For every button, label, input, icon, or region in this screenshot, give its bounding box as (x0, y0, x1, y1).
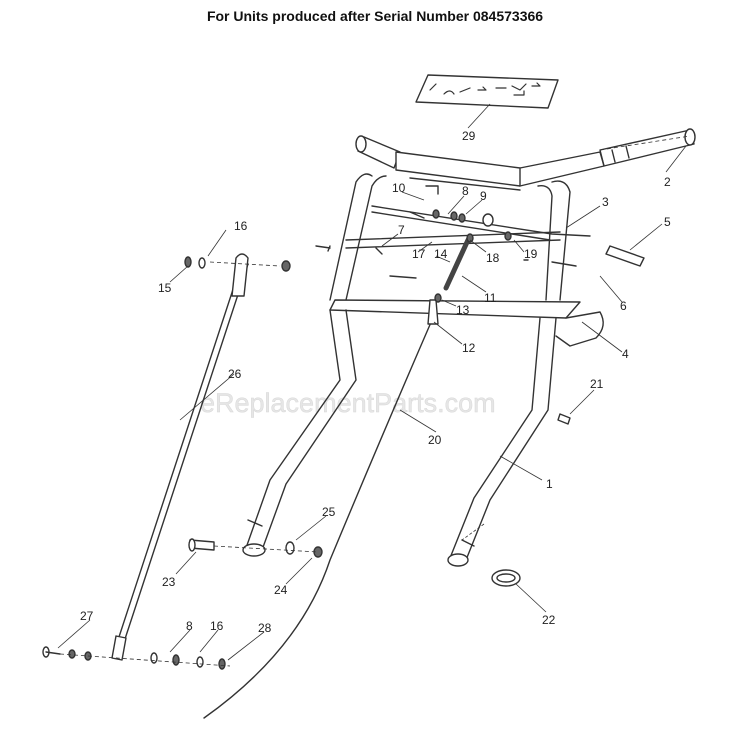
callout-23: 23 (162, 575, 176, 589)
callout-15: 15 (158, 281, 172, 295)
hardware-row-bottom (42, 646, 226, 670)
callout-28: 28 (258, 621, 272, 635)
pin-21 (557, 413, 571, 425)
callout-29: 29 (462, 129, 476, 143)
rod-3 (371, 205, 591, 241)
callout-14: 14 (434, 247, 448, 261)
callout-3: 3 (602, 195, 609, 209)
callout-labels: 1 2 3 4 5 6 7 8 9 10 11 12 13 14 15 16 1… (80, 129, 671, 635)
watermark: eReplacementParts.com (200, 388, 496, 418)
clip-22 (491, 569, 521, 587)
leader-lines (57, 103, 691, 667)
callout-26: 26 (228, 367, 242, 381)
callout-7: 7 (398, 223, 405, 237)
callout-22: 22 (542, 613, 556, 627)
callout-8: 8 (462, 184, 469, 198)
callout-13: 13 (456, 303, 470, 317)
decal-29 (415, 74, 559, 109)
callout-20: 20 (428, 433, 442, 447)
callout-17: 17 (412, 247, 426, 261)
callout-24: 24 (274, 583, 288, 597)
callout-5: 5 (664, 215, 671, 229)
callout-25: 25 (322, 505, 336, 519)
callout-2: 2 (664, 175, 671, 189)
callout-19: 19 (524, 247, 538, 261)
rod-26 (111, 253, 249, 661)
callout-11: 11 (484, 291, 497, 305)
bolt-23 (188, 538, 215, 552)
spring-11 (443, 237, 471, 291)
callout-16-top: 16 (234, 219, 248, 233)
callout-16-bottom: 16 (210, 619, 224, 633)
callout-4: 4 (622, 347, 629, 361)
callout-21: 21 (590, 377, 604, 391)
callout-18: 18 (486, 251, 500, 265)
callout-1: 1 (546, 477, 553, 491)
washer-25 (285, 541, 323, 558)
hardware-center (375, 185, 577, 303)
lower-handle-1 (242, 309, 557, 567)
pin-5 (605, 245, 645, 267)
cable-20 (203, 299, 439, 719)
upper-handle (329, 151, 605, 347)
callout-10: 10 (392, 181, 406, 195)
callout-9: 9 (480, 189, 487, 203)
callout-12: 12 (462, 341, 476, 355)
callout-6: 6 (620, 299, 627, 313)
callout-27: 27 (80, 609, 94, 623)
hardware-row-top (184, 245, 417, 279)
diagram-title: For Units produced after Serial Number 0… (206, 8, 544, 24)
grip-left (355, 135, 401, 169)
callout-8-bottom: 8 (186, 619, 193, 633)
